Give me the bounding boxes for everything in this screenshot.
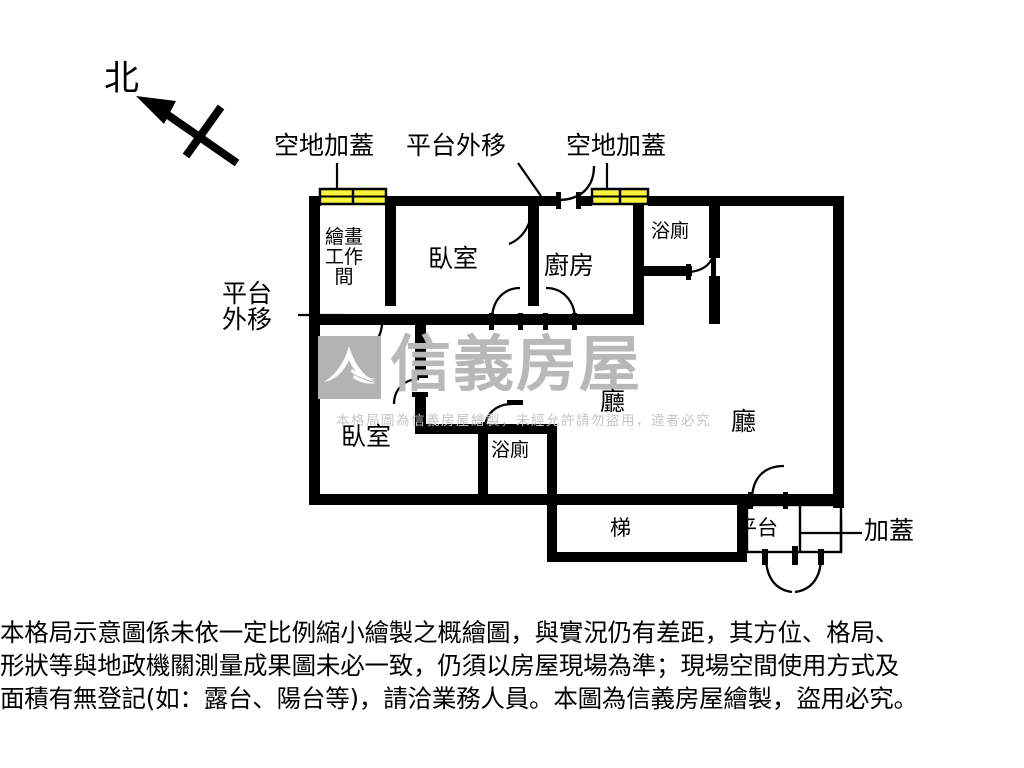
room-label-stairs: 梯 xyxy=(610,516,631,540)
disclaimer-text: 本格局示意圖係未依一定比例縮小繪製之概繪圖，與實況仍有差距，其方位、格局、 形狀… xyxy=(0,616,1024,715)
disclaimer-line-1: 本格局示意圖係未依一定比例縮小繪製之概繪圖，與實況仍有差距，其方位、格局、 xyxy=(0,618,900,647)
disclaimer-line-3: 面積有無登記(如：露台、陽台等)，請洽業務人員。本圖為信義房屋繪製，盜用必究。 xyxy=(0,684,918,714)
doors xyxy=(344,165,824,594)
callout-top-right-cover: 空地加蓋 xyxy=(566,131,667,160)
callout-left-platform-line1: 平台 xyxy=(222,279,273,308)
room-label-studio-line3: 間 xyxy=(334,265,354,288)
room-label-platform: 平台 xyxy=(736,516,778,540)
callout-leader-lines xyxy=(298,162,862,535)
callout-right-cover: 加蓋 xyxy=(864,516,915,545)
callout-top-left-cover: 空地加蓋 xyxy=(274,131,375,160)
north-arrow-icon xyxy=(136,96,240,167)
room-label-studio: 繪畫 工作 間 xyxy=(325,226,364,288)
north-label: 北 xyxy=(104,59,140,99)
callout-top-mid-platform: 平台外移 xyxy=(406,131,507,160)
room-label-kitchen: 廚房 xyxy=(544,251,595,280)
room-label-hall-1: 廳 xyxy=(600,387,626,416)
room-label-studio-line1: 繪畫 xyxy=(325,226,364,248)
callout-left-platform: 平台 外移 xyxy=(222,279,273,335)
callout-left-platform-line2: 外移 xyxy=(222,305,273,335)
room-label-studio-line2: 工作 xyxy=(325,245,364,268)
room-label-bedroom-2: 臥室 xyxy=(341,422,392,451)
walls xyxy=(309,196,844,562)
room-label-hall-2: 廳 xyxy=(731,407,757,436)
room-label-bath-2: 浴廁 xyxy=(491,439,530,461)
disclaimer-line-2: 形狀等與地政機關測量成果圖未必一致，仍須以房屋現場為準；現場空間使用方式及 xyxy=(0,651,900,681)
room-label-bedroom-1: 臥室 xyxy=(428,244,479,273)
window-markers xyxy=(318,187,650,206)
room-label-bath-1: 浴廁 xyxy=(651,220,690,242)
